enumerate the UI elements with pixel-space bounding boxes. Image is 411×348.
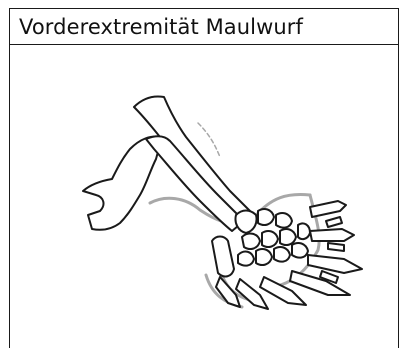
carpal-bone-4	[242, 234, 260, 249]
carpal-bone-10	[274, 247, 290, 262]
carpal-bone-5	[262, 231, 278, 247]
mole-forelimb-drawing	[10, 45, 400, 345]
phalanx-a	[326, 217, 342, 227]
carpal-bone-9	[256, 249, 272, 265]
carpal-bone-7	[298, 223, 310, 239]
digit-3	[308, 255, 362, 273]
figure-frame: Vorderextremität Maulwurf	[9, 8, 399, 348]
falciform-bone	[212, 237, 234, 277]
carpal-bone-11	[292, 243, 308, 258]
humerus-bone	[83, 137, 162, 230]
figure-panel: Vorderextremität Maulwurf	[0, 0, 411, 340]
figure-header: Vorderextremität Maulwurf	[10, 9, 398, 45]
digit-2	[310, 229, 354, 241]
carpal-bone-6	[280, 229, 296, 245]
illustration-area	[10, 45, 398, 345]
carpal-bone-2	[258, 209, 274, 225]
carpal-bone-1	[235, 211, 256, 234]
digit-1	[310, 201, 346, 217]
figure-title: Vorderextremität Maulwurf	[19, 15, 303, 39]
phalanx-b	[328, 243, 344, 251]
carpal-bone-3	[276, 213, 292, 228]
carpal-bone-8	[238, 252, 254, 266]
digit-7	[216, 277, 240, 307]
